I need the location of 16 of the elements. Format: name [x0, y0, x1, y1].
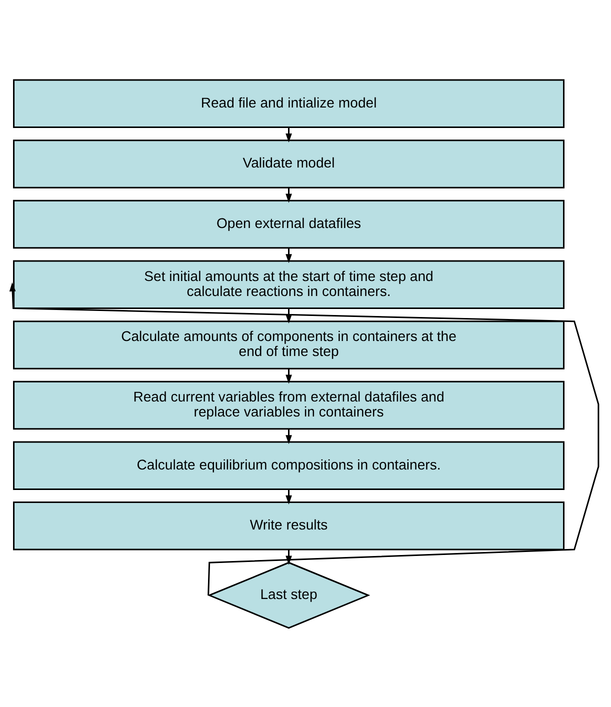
arrow	[286, 428, 292, 444]
node-box: Calculate amounts of components in containers at the end of time step	[13, 320, 565, 369]
node-box: Write results	[13, 501, 565, 550]
node-box: Read current variables from external datafiles and replace variables in containers	[13, 380, 565, 430]
arrow	[9, 282, 600, 595]
arrow	[286, 488, 292, 504]
node-diamond: Last step	[207, 561, 370, 628]
arrow	[286, 368, 292, 384]
node-box: Validate model	[13, 139, 565, 188]
node-box: Open external datafiles	[13, 199, 565, 248]
node-box: Read file and intialize model	[13, 78, 565, 128]
arrow	[286, 248, 292, 263]
arrow	[286, 187, 292, 202]
arrow	[286, 126, 292, 142]
node-box: Calculate equilibrium compositions in containers.	[13, 440, 565, 490]
node-box: Set initial amounts at the start of time step and calculate reactions in containers.	[13, 260, 565, 308]
